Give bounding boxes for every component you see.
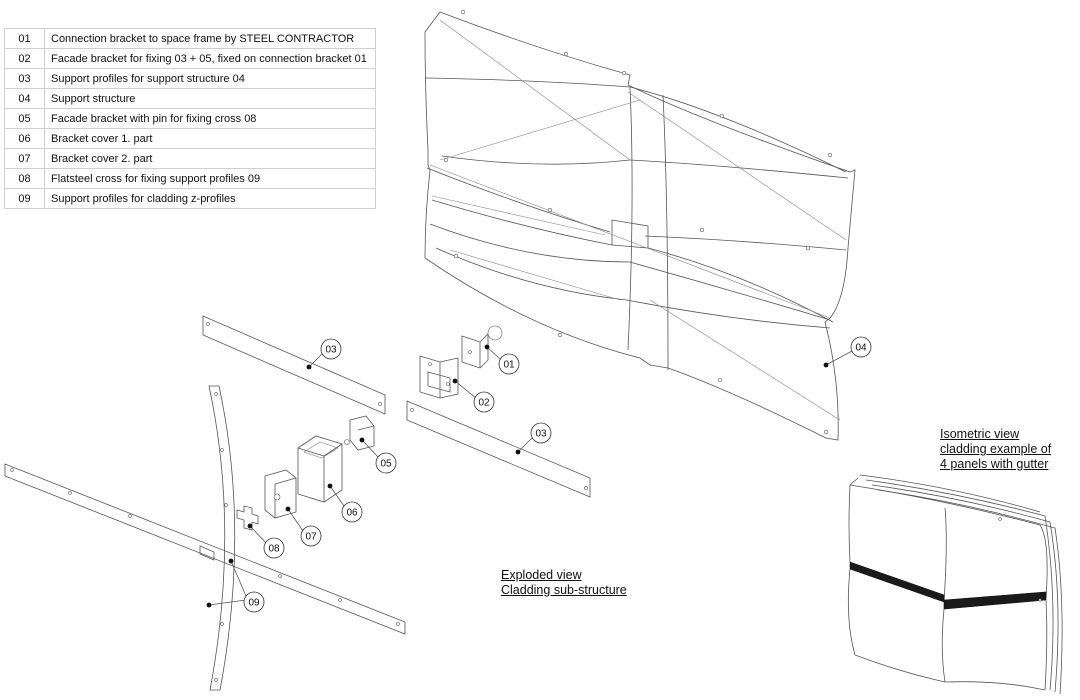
support-structure-04 [424,9,856,441]
callout-04: 04 [823,336,872,368]
legend-description: Support profiles for cladding z-profiles [44,188,376,209]
callout-label: 03 [325,345,337,356]
callout-label: 02 [478,398,490,409]
caption-line: Isometric view [940,427,1020,441]
legend-code: 07 [4,148,45,169]
callout-06: 06 [327,483,363,523]
connection-bracket-01 [461,325,503,369]
legend-code: 09 [4,188,45,209]
legend-description: Facade bracket with pin for fixing cross… [44,108,376,129]
bracket-cover-07 [264,469,297,519]
callout-label: 06 [346,508,358,519]
support-profiles-09 [4,385,406,691]
callout-label: 09 [248,598,260,609]
facade-bracket-05 [344,415,375,451]
legend-code: 03 [4,68,45,89]
callout-01: 01 [484,344,520,375]
support-profile-03-upper [202,315,386,415]
callout-label: 03 [535,429,547,440]
legend-description: Flatsteel cross for fixing support profi… [44,168,376,189]
callout-label: 01 [503,360,515,371]
flatsteel-cross-08 [236,505,259,531]
callout-03-lower: 03 [515,422,552,455]
caption-line: Cladding sub-structure [501,583,627,597]
caption-line: Exploded view [501,568,582,582]
callout-label: 05 [380,459,392,470]
callout-label: 04 [855,343,867,354]
bracket-cover-06 [297,435,343,503]
caption-line: 4 panels with gutter [940,457,1049,471]
callout-05: 05 [359,437,397,474]
exploded-view-caption: Exploded view Cladding sub-structure [501,568,627,598]
isometric-view-caption: Isometric view cladding example of 4 pan… [940,427,1051,472]
callout-09: 09 [206,558,265,613]
callout-08: 08 [247,523,285,559]
callout-label: 07 [305,532,317,543]
callout-07: 07 [285,506,322,547]
callout-02: 02 [452,378,495,413]
support-profile-03-lower [406,400,591,498]
isometric-cladding-panels [847,474,1063,695]
legend-description: Bracket cover 2. part [44,148,376,169]
callout-label: 08 [268,544,280,555]
facade-bracket-02 [419,355,459,399]
caption-line: cladding example of [940,442,1052,456]
callout-03-upper: 03 [306,338,342,370]
